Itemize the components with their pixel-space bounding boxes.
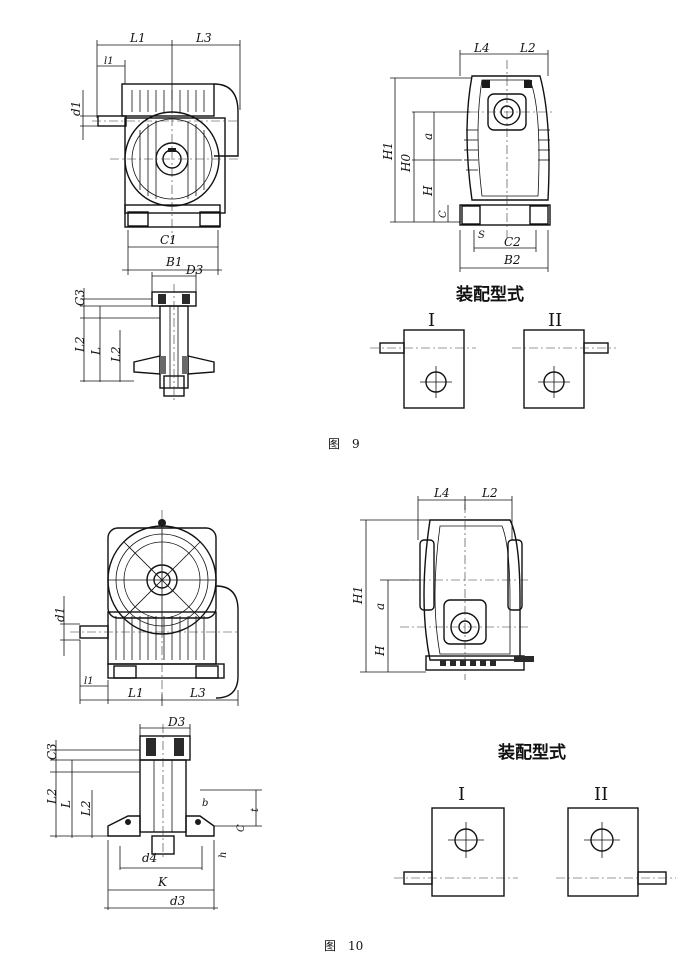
fig10-assembly-title: 装配型式 bbox=[497, 742, 566, 763]
fig10-dim-D3: D3 bbox=[167, 715, 186, 729]
fig10-caption: 图 10 bbox=[324, 939, 363, 953]
fig10-dim-H: H bbox=[373, 645, 387, 657]
fig10-shaft-section bbox=[50, 724, 262, 910]
fig9-dim-l1: l1 bbox=[104, 56, 114, 67]
fig10-dim-L4: L4 bbox=[433, 486, 450, 500]
fig9-dim-C1: C1 bbox=[160, 233, 177, 247]
fig10-assembly-type-1 bbox=[394, 807, 518, 897]
fig9-dim-L: L bbox=[89, 347, 103, 356]
fig9-dim-L2: L2 bbox=[73, 336, 87, 353]
fig9-dim-B2: B2 bbox=[503, 253, 520, 267]
fig9-dim-B1: B1 bbox=[165, 255, 182, 269]
fig9-side-view bbox=[390, 50, 552, 272]
fig9-dim-S: S bbox=[478, 230, 485, 241]
fig9-dim-L3: L3 bbox=[195, 31, 212, 45]
fig10-variant-2-label: II bbox=[594, 784, 608, 805]
fig9-dim-d1: d1 bbox=[69, 101, 83, 116]
fig10-dim-L2-side: L2 bbox=[481, 486, 498, 500]
fig9-dim-H: H bbox=[421, 185, 435, 197]
fig10-dim-d1: d1 bbox=[53, 607, 67, 622]
fig10-dim-L2: L2 bbox=[45, 788, 59, 805]
fig10-dim-L2-small: L2 bbox=[79, 800, 93, 817]
fig10-dim-h: h bbox=[218, 852, 229, 858]
fig10-dim-K: K bbox=[157, 875, 168, 889]
fig10-dim-L: L bbox=[59, 800, 73, 809]
fig9-dim-a: a bbox=[421, 133, 435, 140]
fig10-dim-a: a bbox=[373, 603, 387, 610]
fig10-dim-t: t bbox=[250, 807, 261, 812]
fig9-dim-L2-side: L2 bbox=[519, 41, 536, 55]
fig9-dim-H0: H0 bbox=[399, 154, 413, 173]
fig10-variant-1-label: I bbox=[458, 784, 465, 805]
fig9-caption: 图 9 bbox=[328, 437, 360, 451]
fig9-variant-1-label: I bbox=[428, 310, 435, 331]
fig9-dim-C2: C2 bbox=[504, 235, 521, 249]
fig9-assembly-type-1 bbox=[370, 329, 476, 409]
fig10-dim-C: C bbox=[236, 824, 247, 832]
fig10-dim-C3: C3 bbox=[45, 743, 59, 760]
fig10-assembly-type-2 bbox=[556, 807, 676, 897]
fig10-dim-b: b bbox=[202, 798, 208, 809]
fig9-variant-2-label: II bbox=[548, 310, 562, 331]
fig10-side-view bbox=[360, 496, 534, 680]
fig9-dim-C3: C3 bbox=[73, 289, 87, 306]
fig9-dim-L1: L1 bbox=[129, 31, 146, 45]
fig10-dim-L1: L1 bbox=[127, 686, 144, 700]
fig9-front-view bbox=[80, 40, 241, 275]
fig10-front-view bbox=[60, 510, 240, 706]
fig10-dim-L3: L3 bbox=[189, 686, 206, 700]
fig9-dim-C: C bbox=[438, 210, 449, 218]
fig10-dim-H1: H1 bbox=[351, 586, 365, 605]
fig9-shaft-section bbox=[80, 272, 215, 402]
fig9-dim-H1: H1 bbox=[381, 142, 395, 161]
fig9-dim-L2-small: L2 bbox=[109, 346, 123, 363]
fig9-dim-L4: L4 bbox=[473, 41, 490, 55]
fig10-dim-l1: l1 bbox=[84, 676, 94, 687]
fig10-dim-d4: d4 bbox=[142, 851, 157, 865]
fig9-assembly-title: 装配型式 bbox=[455, 284, 524, 305]
fig10-dim-d3: d3 bbox=[170, 894, 186, 908]
fig9-dim-D3: D3 bbox=[185, 263, 204, 277]
fig9-assembly-type-2 bbox=[512, 329, 616, 409]
